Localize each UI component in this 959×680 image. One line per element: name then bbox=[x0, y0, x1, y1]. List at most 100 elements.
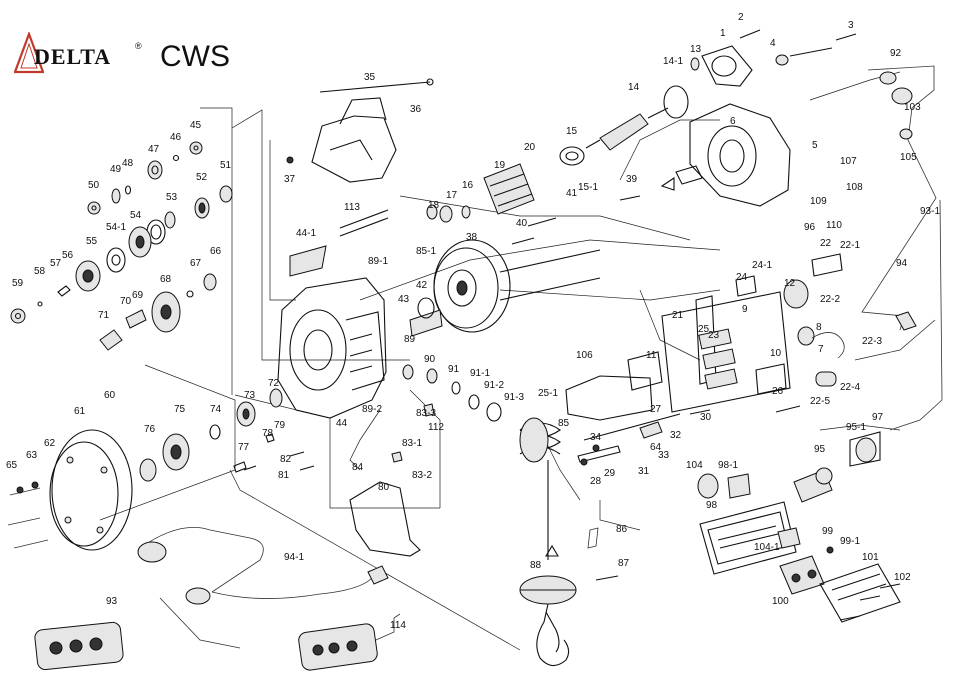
label-p54-1: 54-1 bbox=[106, 222, 126, 233]
label-p22-1: 22-1 bbox=[840, 240, 860, 251]
label-p108: 108 bbox=[846, 182, 863, 193]
main-frame-housing bbox=[139, 277, 387, 482]
motor-section bbox=[426, 45, 833, 223]
label-p104-1: 104-1 bbox=[754, 542, 780, 553]
label-p37: 37 bbox=[284, 174, 296, 185]
label-p103: 103 bbox=[904, 102, 921, 113]
label-p63: 63 bbox=[26, 450, 38, 461]
label-p24: 24 bbox=[736, 272, 748, 283]
label-p106: 106 bbox=[576, 350, 593, 361]
label-p60: 60 bbox=[104, 390, 116, 401]
label-p90: 90 bbox=[424, 354, 436, 365]
label-p92: 92 bbox=[890, 48, 902, 59]
label-p2: 2 bbox=[738, 12, 744, 23]
label-p36: 36 bbox=[410, 104, 422, 115]
label-p93-1: 93-1 bbox=[920, 206, 940, 217]
registered-mark: ® bbox=[135, 41, 142, 51]
label-p85: 85 bbox=[558, 418, 570, 429]
label-p91-1: 91-1 bbox=[470, 368, 490, 379]
brand-name: DELTA bbox=[34, 44, 112, 69]
label-p85-1: 85-1 bbox=[416, 246, 436, 257]
label-p75: 75 bbox=[174, 404, 186, 415]
label-p70: 70 bbox=[120, 296, 132, 307]
label-p93: 93 bbox=[106, 596, 118, 607]
label-p34: 34 bbox=[590, 432, 602, 443]
label-p83-3: 83-3 bbox=[416, 408, 436, 419]
label-p78: 78 bbox=[262, 428, 274, 439]
label-p23: 23 bbox=[708, 330, 720, 341]
receiver-box-group bbox=[697, 431, 901, 623]
label-p27: 27 bbox=[650, 404, 662, 415]
label-p65: 65 bbox=[6, 460, 18, 471]
label-p89: 89 bbox=[404, 334, 416, 345]
label-p44-1: 44-1 bbox=[296, 228, 316, 239]
label-p32: 32 bbox=[670, 430, 682, 441]
label-p55: 55 bbox=[86, 236, 98, 247]
label-p41: 41 bbox=[566, 188, 578, 199]
label-p1: 1 bbox=[720, 28, 726, 39]
control-panel bbox=[565, 253, 845, 421]
label-p76: 76 bbox=[144, 424, 156, 435]
label-p83-2: 83-2 bbox=[412, 470, 432, 481]
label-p99-1: 99-1 bbox=[840, 536, 860, 547]
label-p100: 100 bbox=[772, 596, 789, 607]
label-p71: 71 bbox=[98, 310, 110, 321]
label-p33: 33 bbox=[658, 450, 670, 461]
label-p22-4: 22-4 bbox=[840, 382, 860, 393]
label-p54: 54 bbox=[130, 210, 142, 221]
label-p13: 13 bbox=[690, 44, 702, 55]
label-p61: 61 bbox=[74, 406, 86, 417]
label-p88: 88 bbox=[530, 560, 542, 571]
motor-end-housing bbox=[660, 103, 791, 207]
label-p46: 46 bbox=[170, 132, 182, 143]
label-p91-3: 91-3 bbox=[504, 392, 524, 403]
label-p97: 97 bbox=[872, 412, 884, 423]
label-p79: 79 bbox=[274, 420, 286, 431]
label-p99: 99 bbox=[822, 526, 834, 537]
label-p21: 21 bbox=[672, 310, 684, 321]
label-p83-1: 83-1 bbox=[402, 438, 422, 449]
lever-and-shafts bbox=[349, 364, 681, 557]
label-p84: 84 bbox=[352, 462, 364, 473]
label-p56: 56 bbox=[62, 250, 74, 261]
model-name: CWS bbox=[160, 40, 230, 73]
hook-assembly bbox=[519, 417, 619, 667]
label-p50: 50 bbox=[88, 180, 100, 191]
label-p44: 44 bbox=[336, 418, 348, 429]
label-p26: 26 bbox=[772, 386, 784, 397]
label-p6: 6 bbox=[730, 116, 736, 127]
label-p82: 82 bbox=[280, 454, 292, 465]
label-p101: 101 bbox=[862, 552, 879, 563]
label-p12: 12 bbox=[784, 278, 796, 289]
label-p67: 67 bbox=[190, 258, 202, 269]
label-p86: 86 bbox=[616, 524, 628, 535]
label-p89-2: 89-2 bbox=[362, 404, 382, 415]
label-p110: 110 bbox=[826, 220, 842, 231]
label-p72: 72 bbox=[268, 378, 280, 389]
label-p10: 10 bbox=[770, 348, 782, 359]
label-p95-1: 95-1 bbox=[846, 422, 866, 433]
assembly-lines bbox=[99, 71, 936, 651]
label-p68: 68 bbox=[160, 274, 172, 285]
label-p18: 18 bbox=[428, 200, 440, 211]
power-cord bbox=[861, 65, 943, 431]
label-p57: 57 bbox=[50, 258, 62, 269]
label-p102: 102 bbox=[894, 572, 911, 583]
label-p29: 29 bbox=[604, 468, 616, 479]
label-p109: 109 bbox=[810, 196, 827, 207]
label-p49: 49 bbox=[110, 164, 122, 175]
label-p104: 104 bbox=[686, 460, 703, 471]
label-p59: 59 bbox=[12, 278, 24, 289]
label-p17: 17 bbox=[446, 190, 458, 201]
label-p39: 39 bbox=[626, 174, 638, 185]
label-p89-1: 89-1 bbox=[368, 256, 388, 267]
label-p22-2: 22-2 bbox=[820, 294, 840, 305]
label-p25: 25 bbox=[698, 324, 710, 335]
label-p7: 7 bbox=[818, 344, 824, 355]
label-p22: 22 bbox=[820, 238, 832, 249]
label-p8: 8 bbox=[816, 322, 822, 333]
label-p40: 40 bbox=[516, 218, 528, 229]
label-p11: 11 bbox=[646, 350, 657, 361]
